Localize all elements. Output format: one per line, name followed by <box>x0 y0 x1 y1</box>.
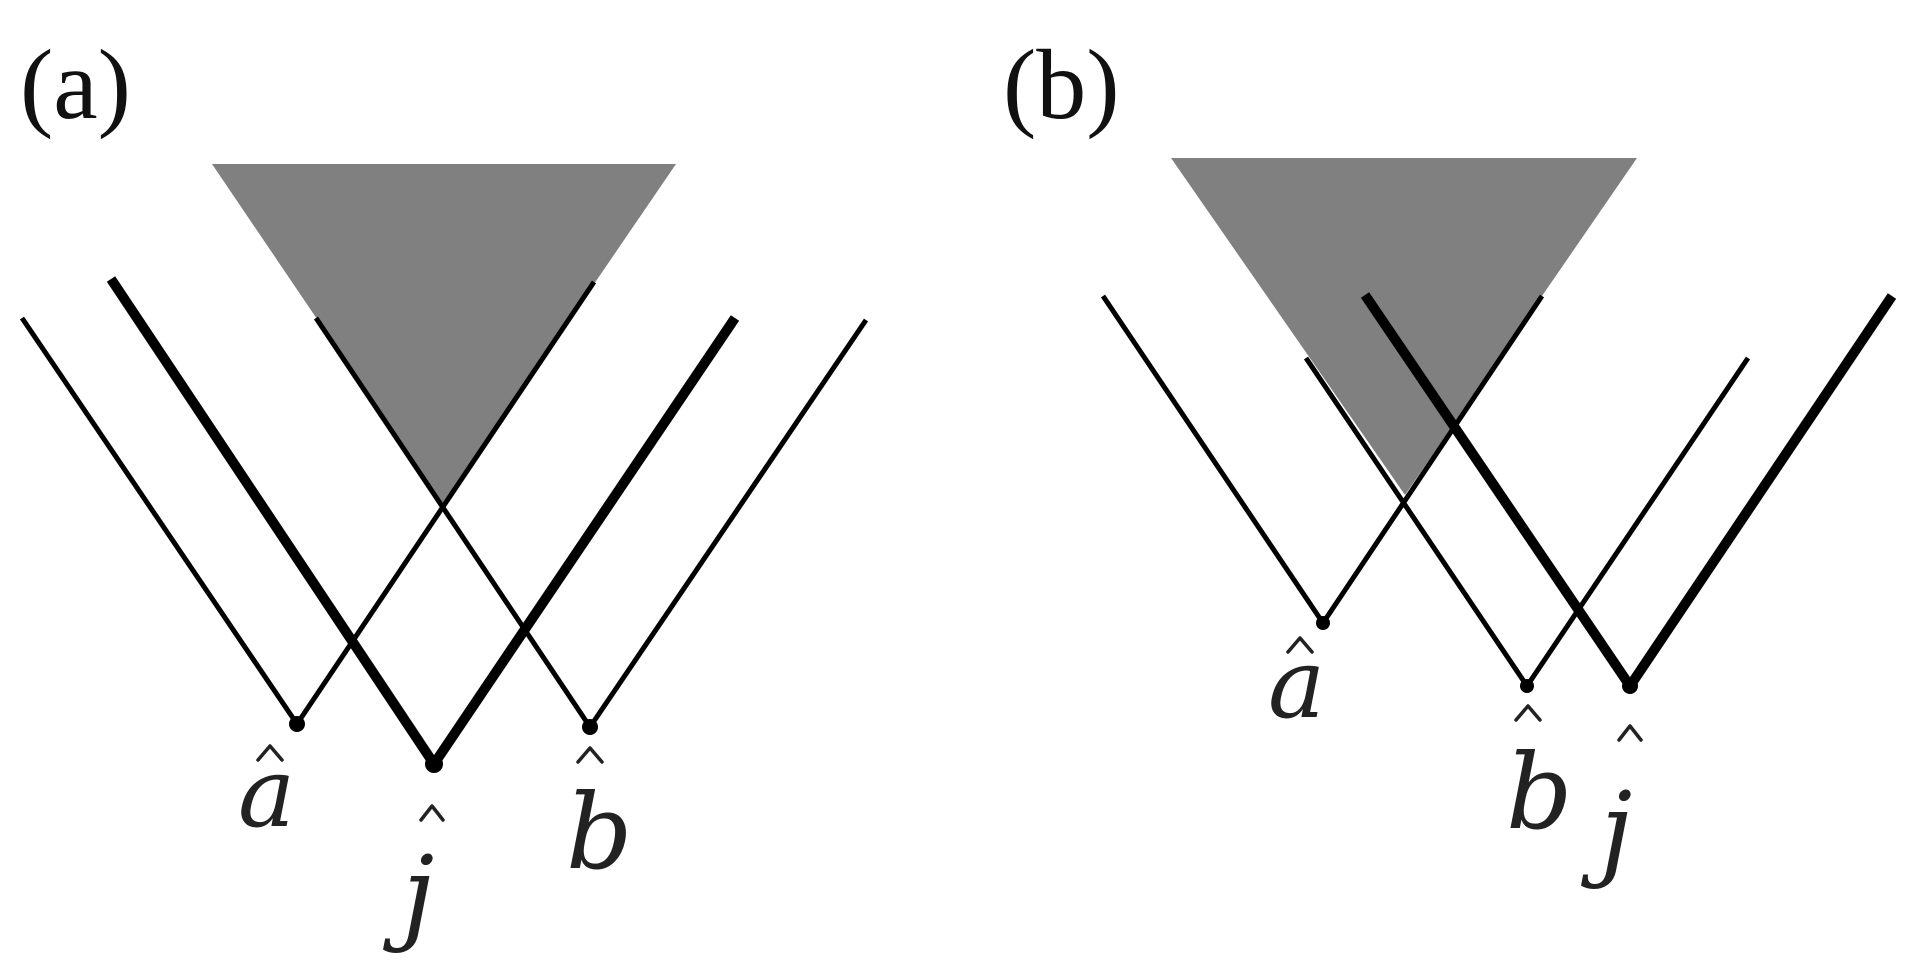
panel-b-shaded-region <box>1171 158 1637 495</box>
panel-a-cone-b-left <box>313 316 593 729</box>
svg-text:j: j <box>383 833 434 955</box>
svg-text:a: a <box>1268 628 1325 740</box>
panel-a-label-b-hat-icon <box>576 746 604 764</box>
panel-a-cone-j-right <box>429 315 740 767</box>
panel-a-shaded-region <box>212 164 676 505</box>
panel-b-label-j-hat-icon <box>1617 724 1643 742</box>
panel-b-label-b: b <box>1506 704 1573 853</box>
panel-b-cone-b-left <box>1303 356 1530 688</box>
svg-text:a: a <box>238 737 295 849</box>
panel-b-label-b-hat-icon <box>1514 704 1542 722</box>
panel-a-cone-a-left <box>19 316 300 726</box>
panel-a-point-a <box>289 716 305 732</box>
panel-b-point-a <box>1316 616 1330 630</box>
panel-b-cone-j-right <box>1625 293 1897 689</box>
panel-a-label-j: j <box>383 804 445 955</box>
panel-a-point-b <box>582 719 598 735</box>
panel-b: (b) a b j <box>1003 29 1897 891</box>
panel-a-cone-a-right <box>294 280 597 726</box>
panel-b-label-a-hat-icon <box>1286 636 1314 654</box>
panel-a-label: (a) <box>20 29 131 140</box>
panel-b-cone-j-left <box>1360 292 1635 689</box>
panel-b-point-b <box>1520 679 1534 693</box>
panel-a-label-a-hat-icon <box>256 744 284 762</box>
svg-text:b: b <box>1506 731 1573 853</box>
panel-b-cone-b-right <box>1524 356 1751 688</box>
panel-a-point-j <box>425 755 443 773</box>
svg-text:j: j <box>1581 769 1632 891</box>
panel-a-label-j-hat-icon <box>419 804 445 822</box>
panel-a: (a) a j b <box>19 29 869 955</box>
panel-a-label-a: a <box>238 737 295 849</box>
svg-text:b: b <box>566 771 633 893</box>
panel-a-label-b: b <box>566 746 633 893</box>
panel-b-label-a: a <box>1268 628 1325 740</box>
panel-b-label-j: j <box>1581 724 1643 891</box>
panel-b-cone-a-left <box>1100 294 1326 625</box>
panel-b-cone-a-right <box>1320 294 1545 625</box>
panel-a-cone-j-left <box>106 276 439 767</box>
panel-a-cone-b-right <box>587 318 869 729</box>
panel-b-point-j <box>1622 678 1638 694</box>
panel-b-label: (b) <box>1003 29 1120 140</box>
